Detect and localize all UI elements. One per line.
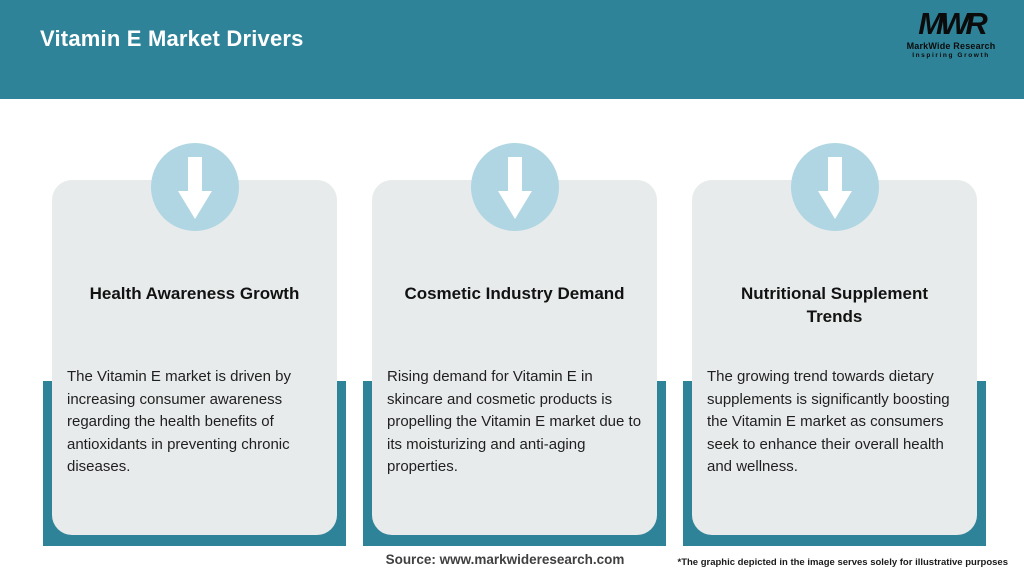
logo-acronym: MWR xyxy=(918,6,987,41)
logo-tagline: Inspiring Growth xyxy=(912,52,990,59)
card-description: The Vitamin E market is driven by increa… xyxy=(67,368,291,475)
header-band: Vitamin E Market Drivers MWR MarkWide Re… xyxy=(0,0,1024,99)
card-title: Health Awareness Growth xyxy=(89,284,300,303)
card-title: Nutritional Supplement Trends xyxy=(741,284,928,326)
card-body: Nutritional Supplement Trends The growin… xyxy=(692,180,977,535)
markwide-research-logo: MWR MarkWide Research Inspiring Growth xyxy=(896,8,1006,60)
driver-card-health-awareness: Health Awareness Growth The Vitamin E ma… xyxy=(43,143,346,546)
logo-company-name: MarkWide Research xyxy=(906,41,996,51)
source-text: Source: www.markwideresearch.com xyxy=(385,552,625,567)
disclaimer-text: *The graphic depicted in the image serve… xyxy=(677,557,1009,568)
card-title: Cosmetic Industry Demand xyxy=(404,284,625,303)
card-body: Health Awareness Growth The Vitamin E ma… xyxy=(52,180,337,535)
card-body: Cosmetic Industry Demand Rising demand f… xyxy=(372,180,657,535)
card-description: The growing trend towards dietary supple… xyxy=(707,368,950,475)
card-description: Rising demand for Vitamin E in skincare … xyxy=(387,368,642,475)
driver-card-cosmetic-demand: Cosmetic Industry Demand Rising demand f… xyxy=(363,143,666,546)
arrow-down-icon xyxy=(790,143,879,231)
driver-card-supplement-trends: Nutritional Supplement Trends The growin… xyxy=(683,143,986,546)
page-title: Vitamin E Market Drivers xyxy=(40,26,304,51)
arrow-down-icon xyxy=(150,143,239,231)
arrow-down-icon xyxy=(470,143,559,231)
